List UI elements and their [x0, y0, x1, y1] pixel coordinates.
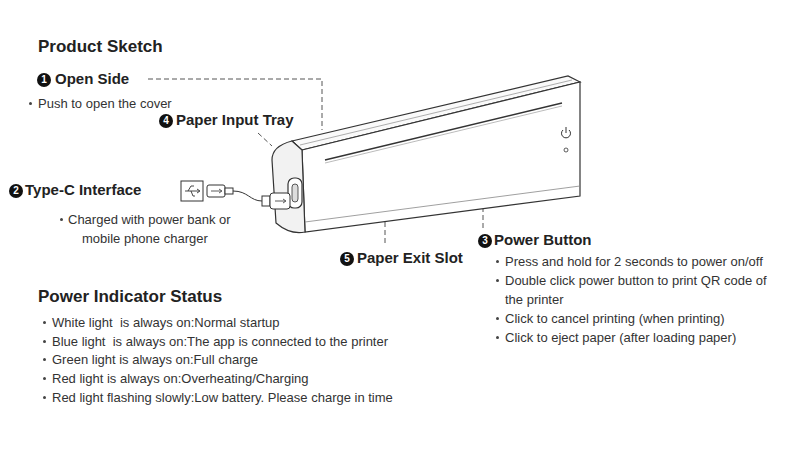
bullet-dot	[496, 336, 499, 339]
bullet-dot	[43, 358, 46, 361]
note: Double click power button to print QR co…	[505, 271, 767, 309]
callout-number: 4	[159, 114, 173, 128]
bullet-dot	[60, 218, 63, 221]
title: Product Sketch	[38, 37, 163, 57]
bullet-dot	[43, 340, 46, 343]
cable	[233, 191, 262, 201]
paper-input-tray	[300, 80, 572, 145]
callout-number: 2	[9, 184, 23, 198]
note: Press and hold for 2 seconds to power on…	[505, 252, 767, 271]
section-heading: Power Indicator Status	[38, 287, 222, 307]
usb-plug	[207, 185, 225, 197]
indicator-light	[564, 148, 568, 152]
note: Charged with power bank or mobile phone …	[68, 210, 252, 248]
leader-line	[148, 79, 322, 130]
usb-symbol	[211, 189, 222, 193]
note: Push to open the cover	[38, 94, 172, 113]
part-name: Power Button	[494, 231, 592, 249]
usb-plug	[225, 188, 233, 194]
power-icon	[566, 127, 567, 133]
status-item: Red light flashing slowly:Low battery. P…	[52, 388, 393, 407]
usb-symbol	[185, 186, 200, 196]
status-item: Red light is always on:Overheating/Charg…	[52, 369, 309, 388]
bullet-dot	[43, 377, 46, 380]
bullet-dot	[29, 102, 32, 105]
part-name: Paper Exit Slot	[357, 249, 463, 267]
base-line	[305, 186, 580, 222]
usb-port	[292, 184, 298, 202]
end-cap	[272, 141, 305, 233]
bullet-dot	[43, 396, 46, 399]
paper-exit-slot	[325, 103, 562, 160]
part-name: Type-C Interface	[25, 181, 141, 199]
bullet-dot	[43, 321, 46, 324]
callout-number: 5	[340, 252, 354, 266]
note: Click to cancel printing (when printing)	[505, 309, 767, 328]
status-item: Green light is always on:Full charge	[52, 350, 258, 369]
usb-icon	[181, 181, 203, 201]
status-item: Blue light is always on:The app is conne…	[52, 332, 388, 351]
bullet-dot	[496, 279, 499, 282]
type-c-plug	[262, 196, 270, 206]
note: Click to eject paper (after loading pape…	[505, 328, 767, 347]
leader-line	[258, 133, 272, 146]
bullet-dot	[496, 260, 499, 263]
status-item: White light is always on:Normal startup	[52, 313, 280, 332]
part-name: Paper Input Tray	[176, 111, 294, 129]
part-name: Open Side	[55, 70, 129, 88]
front-face	[302, 82, 580, 232]
printer-body	[272, 76, 580, 233]
bullet-dot	[496, 317, 499, 320]
usb-cable	[181, 181, 290, 209]
callout-number: 3	[478, 234, 492, 248]
paper-exit-slot	[325, 106, 562, 163]
type-c-plug	[270, 193, 290, 209]
usb-symbol	[275, 199, 286, 203]
callout-number: 1	[37, 73, 51, 87]
